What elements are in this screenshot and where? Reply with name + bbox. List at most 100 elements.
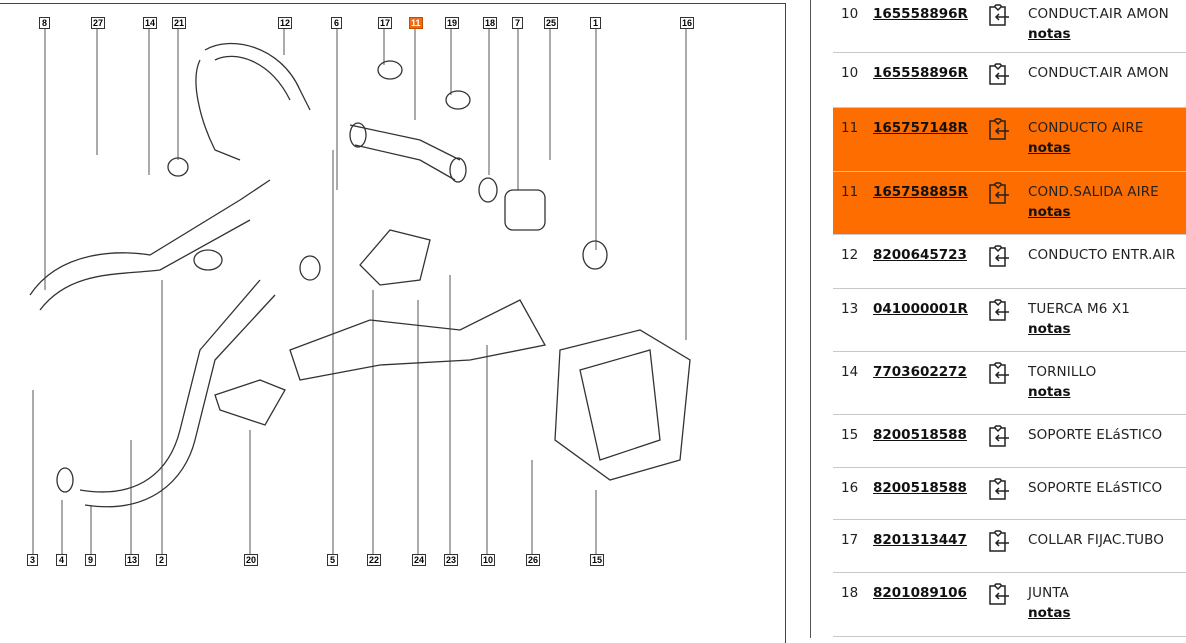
parts-row[interactable]: 15 8200518588 SOPORTE ELáSTICO bbox=[833, 415, 1186, 468]
add-to-cart-clipboard-icon[interactable] bbox=[986, 529, 1010, 555]
intercooler bbox=[554, 329, 691, 481]
callout-12[interactable]: 12 bbox=[278, 17, 293, 29]
part-description: TUERCA M6 X1 bbox=[1028, 301, 1130, 317]
callout-4[interactable]: 4 bbox=[56, 554, 67, 566]
add-to-cart-clipboard-icon[interactable] bbox=[986, 298, 1010, 324]
part-description: SOPORTE ELáSTICO bbox=[1028, 480, 1163, 496]
elbow-22 bbox=[359, 229, 431, 286]
parts-row[interactable]: 10 165558896R CONDUCT.AIR AMON bbox=[833, 53, 1186, 108]
part-number-link[interactable]: 165558896R bbox=[873, 6, 968, 22]
part-number-link[interactable]: 8201089106 bbox=[873, 585, 967, 601]
add-to-cart-clipboard-icon[interactable] bbox=[986, 361, 1010, 387]
notes-link[interactable]: notas bbox=[1028, 605, 1071, 621]
diagram-drawing bbox=[29, 29, 691, 554]
item-number: 13 bbox=[841, 301, 859, 317]
item-number: 11 bbox=[841, 184, 859, 200]
callout-23[interactable]: 23 bbox=[444, 554, 459, 566]
parts-row[interactable]: 16 8200518588 SOPORTE ELáSTICO bbox=[833, 468, 1186, 520]
part-number-link[interactable]: 7703602272 bbox=[873, 364, 967, 380]
callout-1[interactable]: 1 bbox=[590, 17, 601, 29]
part-description: CONDUCT.AIR AMON bbox=[1028, 65, 1169, 81]
part-description: CONDUCT.AIR AMON bbox=[1028, 6, 1169, 22]
callout-27[interactable]: 27 bbox=[91, 17, 106, 29]
item-number: 14 bbox=[841, 364, 859, 380]
clamp-17 bbox=[377, 60, 403, 80]
parts-row[interactable]: 17 8201313447 COLLAR FIJAC.TUBO bbox=[833, 520, 1186, 573]
callout-19[interactable]: 19 bbox=[445, 17, 460, 29]
add-to-cart-clipboard-icon[interactable] bbox=[986, 3, 1010, 29]
add-to-cart-clipboard-icon[interactable] bbox=[986, 424, 1010, 450]
corrugated-hose-11 bbox=[349, 124, 461, 181]
part-description: CONDUCTO ENTR.AIR bbox=[1028, 247, 1176, 263]
callout-25[interactable]: 25 bbox=[544, 17, 559, 29]
parts-row[interactable]: 10 165558896R CONDUCT.AIR AMON notas bbox=[833, 0, 1186, 53]
notes-link[interactable]: notas bbox=[1028, 140, 1071, 156]
callout-8[interactable]: 8 bbox=[39, 17, 50, 29]
callout-10[interactable]: 10 bbox=[481, 554, 496, 566]
seal-4 bbox=[56, 467, 74, 493]
callout-21[interactable]: 21 bbox=[172, 17, 187, 29]
callout-14[interactable]: 14 bbox=[143, 17, 158, 29]
callout-20[interactable]: 20 bbox=[244, 554, 259, 566]
callout-18[interactable]: 18 bbox=[483, 17, 498, 29]
exploded-parts-diagram: 8 27 14 21 12 6 17 11 19 18 7 25 1 16 3 4 9 13 2 20 5 22 24 23… bbox=[0, 3, 786, 643]
part-description: SOPORTE ELáSTICO bbox=[1028, 427, 1163, 443]
callout-7[interactable]: 7 bbox=[512, 17, 523, 29]
part-number-link[interactable]: 8200518588 bbox=[873, 480, 967, 496]
part-description: JUNTA bbox=[1028, 585, 1069, 601]
callout-6[interactable]: 6 bbox=[331, 17, 342, 29]
callout-13[interactable]: 13 bbox=[125, 554, 140, 566]
callout-17[interactable]: 17 bbox=[378, 17, 393, 29]
part-number-link[interactable]: 165757148R bbox=[873, 120, 968, 136]
part-description: COLLAR FIJAC.TUBO bbox=[1028, 532, 1164, 548]
add-to-cart-clipboard-icon[interactable] bbox=[986, 477, 1010, 503]
diagram-frame bbox=[0, 3, 786, 643]
parts-row[interactable]: 13 041000001R TUERCA M6 X1 notas bbox=[833, 289, 1186, 352]
callout-5[interactable]: 5 bbox=[327, 554, 338, 566]
item-number: 11 bbox=[841, 120, 859, 136]
notes-link[interactable]: notas bbox=[1028, 321, 1071, 337]
add-to-cart-clipboard-icon[interactable] bbox=[986, 117, 1010, 143]
callout-9[interactable]: 9 bbox=[85, 554, 96, 566]
clamp-19 bbox=[445, 90, 471, 110]
item-number: 17 bbox=[841, 532, 859, 548]
notes-link[interactable]: notas bbox=[1028, 204, 1071, 220]
callout-22[interactable]: 22 bbox=[367, 554, 382, 566]
item-number: 10 bbox=[841, 6, 859, 22]
outlet-duct-10 bbox=[289, 299, 547, 381]
callout-16[interactable]: 16 bbox=[680, 17, 695, 29]
callout-2[interactable]: 2 bbox=[156, 554, 167, 566]
callout-24[interactable]: 24 bbox=[412, 554, 427, 566]
item-number: 16 bbox=[841, 480, 859, 496]
intake-duct-12 bbox=[195, 42, 311, 161]
notes-link[interactable]: notas bbox=[1028, 384, 1071, 400]
add-to-cart-clipboard-icon[interactable] bbox=[986, 244, 1010, 270]
item-number: 12 bbox=[841, 247, 859, 263]
seal-18 bbox=[478, 177, 498, 203]
part-number-link[interactable]: 041000001R bbox=[873, 301, 968, 317]
part-number-link[interactable]: 8201313447 bbox=[873, 532, 967, 548]
callout-11[interactable]: 11 bbox=[409, 17, 423, 29]
add-to-cart-clipboard-icon[interactable] bbox=[986, 62, 1010, 88]
part-number-link[interactable]: 8200518588 bbox=[873, 427, 967, 443]
callout-15[interactable]: 15 bbox=[590, 554, 605, 566]
pipe-8 bbox=[29, 179, 271, 311]
add-to-cart-clipboard-icon[interactable] bbox=[986, 181, 1010, 207]
item-number: 15 bbox=[841, 427, 859, 443]
seal-21 bbox=[167, 157, 189, 177]
part-number-link[interactable]: 165758885R bbox=[873, 184, 968, 200]
parts-row[interactable]: 12 8200645723 CONDUCTO ENTR.AIR bbox=[833, 235, 1186, 289]
part-number-link[interactable]: 165558896R bbox=[873, 65, 968, 81]
callout-26[interactable]: 26 bbox=[526, 554, 541, 566]
notes-link[interactable]: notas bbox=[1028, 26, 1071, 42]
sensor-7 bbox=[504, 189, 546, 231]
callout-3[interactable]: 3 bbox=[27, 554, 38, 566]
item-number: 10 bbox=[841, 65, 859, 81]
part-number-link[interactable]: 8200645723 bbox=[873, 247, 967, 263]
pipe-9 bbox=[79, 279, 276, 508]
add-to-cart-clipboard-icon[interactable] bbox=[986, 582, 1010, 608]
